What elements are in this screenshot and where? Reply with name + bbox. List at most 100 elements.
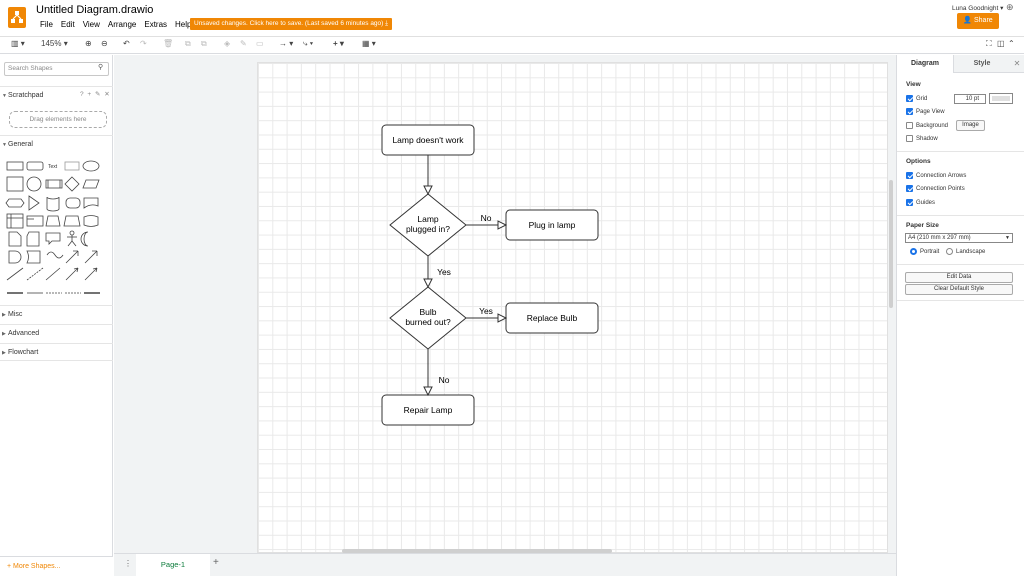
scratchpad-tools[interactable]: ? + ✎ ✕ bbox=[80, 90, 111, 98]
chevron-down-icon: ▼ bbox=[2, 87, 7, 105]
user-menu[interactable]: Luna Goodnight ▾ bbox=[952, 4, 1003, 12]
line-color-icon[interactable]: ✎ bbox=[240, 38, 247, 50]
menu-view[interactable]: View bbox=[79, 20, 104, 30]
drawio-logo-icon[interactable] bbox=[8, 7, 26, 28]
format-panel bbox=[896, 55, 1024, 576]
shape-palette-svg[interactable]: Text bbox=[0, 155, 113, 305]
misc-label: Misc bbox=[8, 311, 22, 318]
menu-extras[interactable]: Extras bbox=[140, 20, 171, 30]
paper-size-select[interactable]: A4 (210 mm x 297 mm)▼ bbox=[905, 233, 1013, 243]
chevron-down-icon: ▼ bbox=[1005, 234, 1010, 242]
landscape-label: Landscape bbox=[956, 248, 985, 256]
landscape-radio[interactable] bbox=[946, 248, 953, 255]
general-header[interactable]: ▼General bbox=[0, 135, 113, 153]
background-label: Background bbox=[916, 122, 948, 130]
node-q1-label-line2: plugged in? bbox=[406, 224, 450, 234]
connection-points-label: Connection Points bbox=[916, 185, 965, 193]
view-heading: View bbox=[906, 81, 921, 88]
divider bbox=[897, 151, 1024, 152]
unsaved-changes-banner[interactable]: Unsaved changes. Click here to save. (La… bbox=[190, 18, 392, 30]
zoom-value: 145% bbox=[41, 39, 61, 48]
table-icon[interactable]: ▦ ▾ bbox=[362, 38, 376, 50]
undo-icon[interactable]: ↶ bbox=[123, 38, 130, 50]
edge-label-no: No bbox=[481, 213, 492, 223]
panel-toggle-icon[interactable]: ▥ ▾ bbox=[11, 38, 25, 50]
collapse-icon[interactable]: ⌃ bbox=[1008, 38, 1015, 50]
zoom-dropdown[interactable]: 145% ▾ bbox=[41, 38, 68, 50]
general-shape-palette: Text bbox=[0, 155, 113, 305]
node-q2-label-line1: Bulb bbox=[419, 307, 436, 317]
close-icon[interactable]: ✕ bbox=[1010, 55, 1024, 73]
node-q1-label-line1: Lamp bbox=[417, 214, 439, 224]
tab-diagram[interactable]: Diagram bbox=[897, 55, 953, 73]
zoom-out-icon[interactable]: ⊖ bbox=[101, 38, 108, 50]
menu-edit[interactable]: Edit bbox=[57, 20, 79, 30]
guides-label: Guides bbox=[916, 199, 935, 207]
grid-color-swatch[interactable] bbox=[989, 93, 1013, 104]
fill-color-icon[interactable]: ◈ bbox=[224, 38, 230, 50]
search-icon[interactable]: ⚲ bbox=[98, 63, 103, 71]
portrait-label: Portrait bbox=[920, 248, 939, 256]
chevron-down-icon: ▼ bbox=[2, 136, 7, 154]
menu-bar: File Edit View Arrange Extras Help bbox=[36, 20, 195, 30]
divider bbox=[897, 215, 1024, 216]
node-plug-label: Plug in lamp bbox=[529, 220, 576, 230]
tab-style[interactable]: Style bbox=[953, 55, 1010, 73]
shadow-checkbox[interactable] bbox=[906, 135, 913, 142]
menu-file[interactable]: File bbox=[36, 20, 57, 30]
language-globe-icon[interactable]: ⊕ bbox=[1006, 2, 1014, 13]
page-menu-icon[interactable]: ⋮ bbox=[124, 559, 132, 568]
edit-data-button[interactable]: Edit Data bbox=[905, 272, 1013, 283]
delete-icon[interactable]: 🗑 bbox=[163, 38, 173, 50]
to-back-icon[interactable]: ⧉ bbox=[201, 38, 207, 50]
download-icon: ⤓ bbox=[385, 20, 388, 27]
arrowhead-icon bbox=[498, 221, 506, 229]
paper-size-heading: Paper Size bbox=[906, 222, 939, 229]
insert-plus-icon[interactable]: + ▾ bbox=[333, 38, 344, 50]
waypoints-icon[interactable]: ⤷ ▾ bbox=[303, 38, 313, 50]
search-shapes-input[interactable]: Search Shapes bbox=[4, 62, 109, 76]
arrowhead-icon bbox=[498, 314, 506, 322]
advanced-header[interactable]: ▶Advanced bbox=[0, 324, 113, 342]
shadow-icon[interactable]: ▭ bbox=[256, 38, 264, 50]
background-checkbox[interactable] bbox=[906, 122, 913, 129]
flowchart-header[interactable]: ▶Flowchart bbox=[0, 343, 113, 361]
connection-style-icon[interactable]: → ▾ bbox=[279, 38, 293, 50]
grid-size-input[interactable]: 10 pt bbox=[954, 94, 986, 104]
connection-points-checkbox[interactable] bbox=[906, 185, 913, 192]
flowchart-diagram[interactable]: Lamp doesn't work Lamp plugged in? Plug … bbox=[257, 62, 888, 553]
scratchpad-drop-area[interactable]: Drag elements here bbox=[9, 111, 107, 128]
page-view-checkbox[interactable] bbox=[906, 108, 913, 115]
scratchpad-label: Scratchpad bbox=[8, 92, 43, 99]
share-button[interactable]: 👤 Share bbox=[957, 13, 999, 29]
toolbar bbox=[0, 36, 1024, 54]
grid-checkbox[interactable] bbox=[906, 95, 913, 102]
tab-page-1[interactable]: Page-1 bbox=[136, 554, 210, 576]
connection-arrows-checkbox[interactable] bbox=[906, 172, 913, 179]
app-header bbox=[0, 0, 1024, 36]
format-panel-icon[interactable]: ◫ bbox=[997, 38, 1005, 50]
misc-header[interactable]: ▶Misc bbox=[0, 305, 113, 323]
document-title[interactable]: Untitled Diagram.drawio bbox=[36, 4, 153, 16]
edge-label-yes: Yes bbox=[437, 267, 451, 277]
menu-arrange[interactable]: Arrange bbox=[104, 20, 140, 30]
redo-icon[interactable]: ↷ bbox=[140, 38, 147, 50]
add-page-icon[interactable]: + bbox=[213, 557, 219, 568]
portrait-radio[interactable] bbox=[910, 248, 917, 255]
shadow-label: Shadow bbox=[916, 135, 938, 143]
vertical-scrollbar[interactable] bbox=[889, 180, 893, 308]
share-label: Share bbox=[974, 17, 993, 24]
divider bbox=[897, 264, 1024, 265]
to-front-icon[interactable]: ⧉ bbox=[185, 38, 191, 50]
guides-checkbox[interactable] bbox=[906, 199, 913, 206]
text-shape-label: Text bbox=[48, 164, 58, 170]
clear-default-style-button[interactable]: Clear Default Style bbox=[905, 284, 1013, 295]
image-button[interactable]: Image bbox=[956, 120, 985, 131]
zoom-in-icon[interactable]: ⊕ bbox=[85, 38, 92, 50]
fullscreen-icon[interactable]: ⛶ bbox=[986, 38, 992, 50]
flowchart-label: Flowchart bbox=[8, 349, 38, 356]
page-tabs-bar bbox=[114, 553, 896, 576]
node-replace-label: Replace Bulb bbox=[527, 313, 578, 323]
more-shapes-button[interactable]: + More Shapes... bbox=[0, 556, 113, 576]
divider bbox=[897, 300, 1024, 301]
